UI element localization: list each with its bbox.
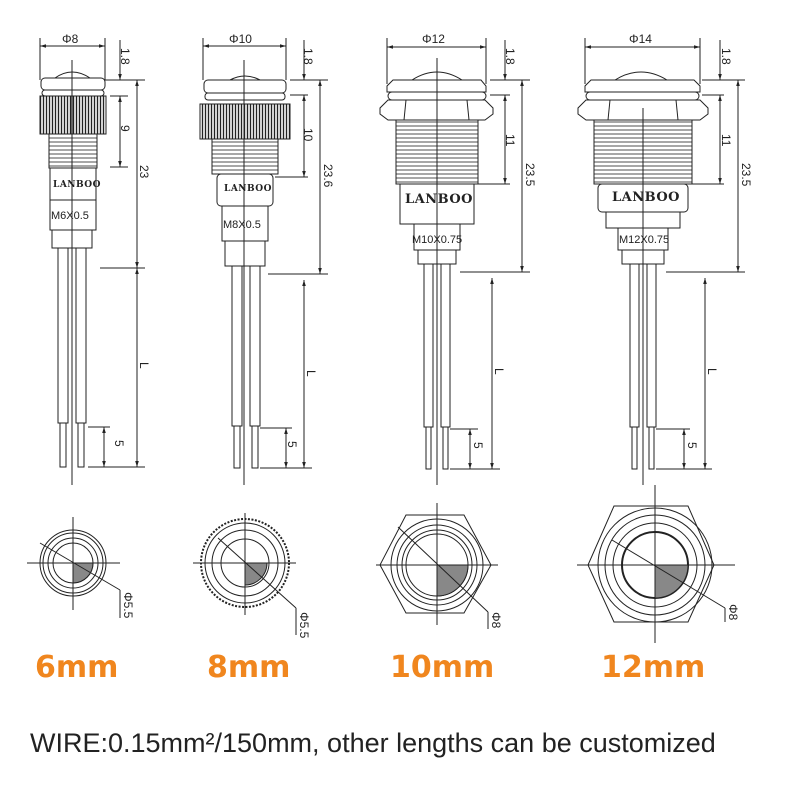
lamp-6mm-top-view	[27, 517, 121, 618]
wire-length-label: L	[137, 362, 151, 369]
brand-logo: LANBOO	[612, 190, 680, 205]
lens-diameter-label: Φ8	[726, 604, 740, 621]
total-height-label: 23.6	[321, 164, 335, 188]
size-label-6mm: 6mm	[35, 650, 119, 685]
lens-diameter-label: Φ8	[489, 612, 503, 629]
top-height-label: 1.8	[301, 48, 315, 65]
wire-spec-note: WIRE:0.15mm²/150mm, other lengths can be…	[30, 728, 716, 758]
thread-label: M12X0.75	[619, 234, 670, 246]
strip-length-label: 5	[471, 442, 485, 449]
thread-label: M8X0.5	[223, 219, 261, 231]
lamp-12mm-side-view	[577, 38, 745, 485]
total-height-label: 23.5	[739, 163, 753, 187]
strip-length-label: 5	[285, 441, 299, 448]
nut-height-label: 11	[719, 134, 733, 147]
head-diameter-label: Φ10	[229, 32, 252, 46]
head-diameter-label: Φ12	[422, 32, 445, 46]
total-height-label: 23	[137, 165, 151, 179]
lamp-12mm-top-view	[577, 485, 735, 643]
head-diameter-label: Φ14	[629, 32, 652, 46]
lamp-8mm-top-view	[193, 513, 297, 635]
top-height-label: 1.8	[503, 48, 517, 65]
top-height-label: 1.8	[118, 48, 132, 65]
top-height-label: 1.8	[719, 48, 733, 65]
total-height-label: 23.5	[523, 163, 537, 187]
strip-length-label: 5	[112, 440, 126, 447]
brand-logo: LANBOO	[405, 192, 473, 207]
lamp-8mm-side-view	[199, 38, 328, 485]
nut-height-label: 11	[503, 134, 517, 147]
nut-height-label: 10	[301, 128, 315, 142]
thread-label: M6X0.5	[51, 210, 89, 222]
strip-length-label: 5	[685, 442, 699, 449]
size-label-8mm: 8mm	[207, 650, 291, 685]
lens-diameter-label: Φ5.5	[121, 592, 135, 619]
brand-logo: LANBOO	[53, 180, 101, 190]
brand-logo: LANBOO	[224, 184, 272, 194]
wire-length-label: L	[492, 368, 506, 375]
head-diameter-label: Φ8	[62, 32, 79, 46]
size-label-12mm: 12mm	[601, 650, 706, 685]
lamp-6mm-side-view	[39, 38, 145, 485]
nut-height-label: 9	[118, 125, 132, 132]
lens-diameter-label: Φ5.5	[297, 612, 311, 639]
lamp-10mm-top-view	[376, 503, 498, 629]
wire-length-label: L	[304, 370, 318, 377]
lamp-10mm-side-view	[379, 38, 530, 485]
size-label-10mm: 10mm	[390, 650, 495, 685]
wire-length-label: L	[705, 368, 719, 375]
thread-label: M10X0.75	[412, 234, 463, 246]
